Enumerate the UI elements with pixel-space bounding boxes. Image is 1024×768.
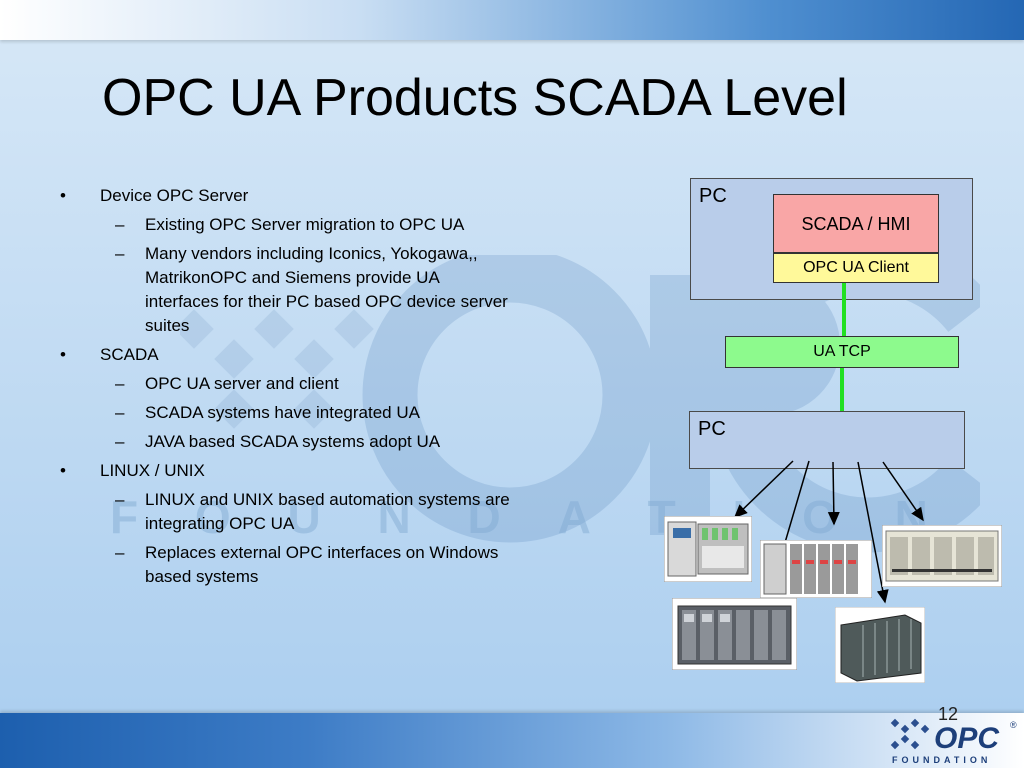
slide-title: OPC UA Products SCADA Level xyxy=(102,69,848,127)
wm-letter: U xyxy=(287,491,323,543)
wm-letter: O xyxy=(194,491,233,543)
sub-bullet-item: –Replaces external OPC interfaces on Win… xyxy=(115,543,499,586)
opc-foundation-logo-icon: OPC ® FOUNDATION xyxy=(890,718,1017,765)
pc-top-label: PC xyxy=(699,185,727,207)
sub-bullet-item: –Many vendors including Iconics, Yokogaw… xyxy=(115,244,508,335)
logo-text: OPC xyxy=(934,722,1000,755)
bullet-text: Device OPC Server xyxy=(100,186,249,205)
wm-letter: O xyxy=(802,491,840,543)
ua-link-upper xyxy=(842,283,846,336)
wm-letter: F xyxy=(110,491,141,543)
wm-letter: A xyxy=(557,491,593,543)
bullet-item: •LINUX / UNIX xyxy=(60,461,205,480)
opc-ua-client-box: OPC UA Client xyxy=(773,253,939,283)
top-banner xyxy=(0,0,1024,40)
page-number: 12 xyxy=(938,704,959,724)
sub-bullet-text: OPC UA server and client xyxy=(145,374,339,393)
plc-module-icon xyxy=(664,516,752,582)
sub-bullet-item: –LINUX and UNIX based automation systems… xyxy=(115,490,510,533)
bullet-text: LINUX / UNIX xyxy=(100,461,205,480)
sub-bullet-text: SCADA systems have integrated UA xyxy=(145,403,420,422)
bullet-list: •Device OPC Server –Existing OPC Server … xyxy=(60,184,510,594)
plc-chassis-icon xyxy=(672,598,797,670)
scada-hmi-box: SCADA / HMI xyxy=(773,194,939,253)
sub-bullet-text: LINUX and UNIX based automation systems … xyxy=(145,490,510,533)
sub-bullet-text: Many vendors including Iconics, Yokogawa… xyxy=(145,244,508,335)
wm-letter: D xyxy=(467,491,503,543)
bullet-item: •Device OPC Server xyxy=(60,186,249,205)
sub-bullet-item: –SCADA systems have integrated UA xyxy=(115,403,420,422)
plc-controller-icon xyxy=(882,525,1002,587)
sub-bullet-text: JAVA based SCADA systems adopt UA xyxy=(145,432,441,451)
plc-cabinet-icon xyxy=(835,607,925,683)
bullet-item: •SCADA xyxy=(60,345,159,364)
sub-bullet-text: Existing OPC Server migration to OPC UA xyxy=(145,215,465,234)
pc-bottom-label: PC xyxy=(698,418,726,440)
logo-subtext: FOUNDATION xyxy=(892,755,991,765)
bullet-text: SCADA xyxy=(100,345,159,364)
bottom-banner xyxy=(0,713,1024,768)
sub-bullet-item: –Existing OPC Server migration to OPC UA xyxy=(115,215,465,234)
sub-bullet-item: –OPC UA server and client xyxy=(115,374,339,393)
sub-bullet-item: –JAVA based SCADA systems adopt UA xyxy=(115,432,441,451)
pc-bottom-box: PC xyxy=(689,411,965,469)
sub-bullet-text: Replaces external OPC interfaces on Wind… xyxy=(145,543,499,586)
svg-text:®: ® xyxy=(1010,720,1017,730)
ua-link-lower xyxy=(840,368,844,412)
ua-tcp-box: UA TCP xyxy=(725,336,959,368)
wm-letter: N xyxy=(377,491,413,543)
plc-rack-icon xyxy=(760,540,872,598)
